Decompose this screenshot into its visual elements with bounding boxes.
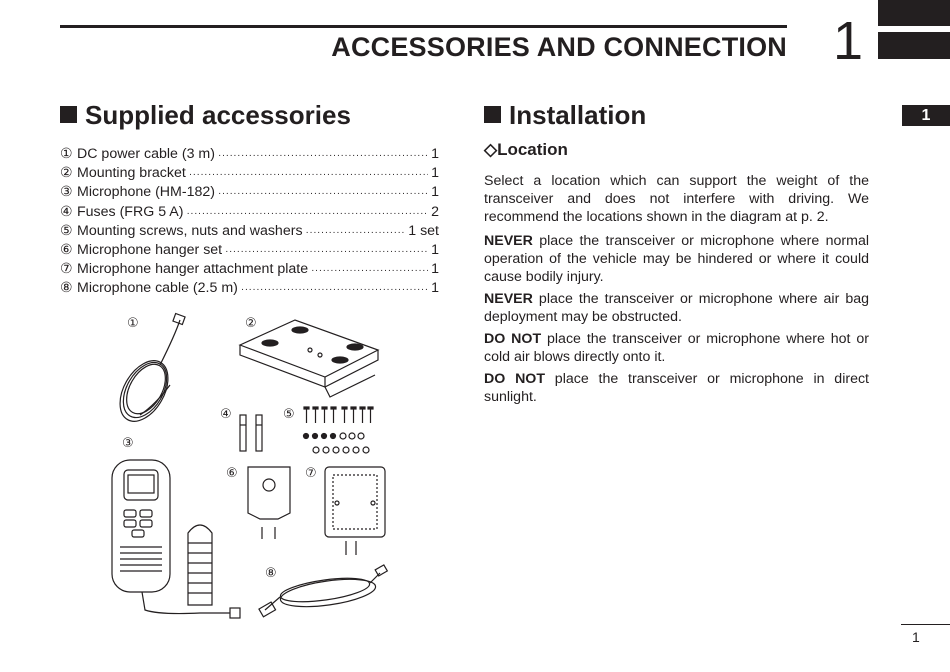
- item-number: ④: [60, 202, 73, 219]
- item-label: Microphone (HM-182): [77, 184, 215, 201]
- callout-8: ⑧: [265, 566, 277, 581]
- mounting-bracket-illustration: [238, 319, 380, 398]
- callout-4: ④: [220, 407, 232, 422]
- chapter-tab-top: [878, 0, 950, 26]
- item-number: ⑧: [60, 279, 73, 296]
- warning-text: place the transceiver or microphone wher…: [484, 290, 869, 325]
- leader-dots: [225, 246, 428, 257]
- microphone-hanger-illustration: [247, 466, 291, 539]
- callout-3: ③: [122, 436, 134, 451]
- microphone-cable-illustration: [258, 564, 389, 618]
- item-qty: 1 set: [408, 222, 439, 239]
- callout-1: ①: [127, 316, 139, 331]
- item-label: Fuses (FRG 5 A): [77, 203, 184, 220]
- callout-2: ②: [245, 316, 257, 331]
- supplied-accessories-heading: Supplied accessories: [60, 100, 351, 131]
- footer-rule: [901, 624, 950, 625]
- item-label: Mounting bracket: [77, 165, 186, 182]
- warning-text: place the transceiver or microphone in d…: [484, 370, 869, 405]
- item-number: ①: [60, 145, 73, 161]
- screws-nuts-washers-illustration: [302, 406, 374, 454]
- item-number: ⑥: [60, 240, 73, 257]
- fuses-illustration: [239, 414, 263, 452]
- callout-7: ⑦: [305, 466, 317, 481]
- list-item: ①DC power cable (3 m) 1: [60, 145, 439, 164]
- item-label: Microphone hanger set: [77, 241, 223, 258]
- square-bullet-icon: [484, 106, 501, 123]
- warning-text: place the transceiver or microphone wher…: [484, 330, 869, 365]
- dc-power-cable-illustration: [119, 312, 186, 422]
- location-subheading: ◇Location: [484, 140, 568, 159]
- warning-keyword: DO NOT: [484, 330, 542, 347]
- chapter-title: ACCESSORIES AND CONNECTION: [331, 32, 787, 62]
- item-number: ⑤: [60, 221, 73, 238]
- callout-6: ⑥: [226, 466, 238, 481]
- warning-keyword: NEVER: [484, 290, 533, 307]
- item-qty: 2: [431, 203, 439, 220]
- warning-paragraph: NEVER place the transceiver or microphon…: [484, 290, 869, 326]
- item-qty: 1: [431, 241, 439, 258]
- accessories-illustration: ① ② ③ ④ ⑤ ⑥ ⑦ ⑧: [111, 312, 389, 619]
- item-number: ②: [60, 164, 73, 181]
- warning-text: place the transceiver or microphone wher…: [484, 232, 869, 286]
- side-tab[interactable]: 1: [902, 105, 950, 126]
- leader-dots: [241, 284, 428, 295]
- chapter-tab-mid: [878, 32, 950, 59]
- header-rule: [60, 25, 787, 28]
- leader-dots: [306, 227, 406, 238]
- item-number: ③: [60, 183, 73, 200]
- item-qty: 1: [431, 184, 439, 201]
- item-qty: 1: [431, 261, 439, 278]
- chapter-number: 1: [833, 11, 864, 71]
- leader-dots: [186, 208, 428, 219]
- item-label: Microphone hanger attachment plate: [77, 261, 309, 278]
- item-qty: 1: [431, 280, 439, 297]
- warning-keyword: DO NOT: [484, 370, 546, 387]
- warning-paragraph: DO NOT place the transceiver or micropho…: [484, 370, 869, 406]
- installation-title: Installation: [509, 100, 647, 130]
- leader-dots: [189, 169, 428, 180]
- installation-heading: Installation: [484, 100, 646, 131]
- installation-body: Select a location which can support the …: [484, 172, 869, 409]
- item-number: ⑦: [60, 260, 73, 277]
- leader-dots: [218, 188, 428, 199]
- warning-paragraph: NEVER place the transceiver or microphon…: [484, 232, 869, 287]
- attachment-plate-illustration: [324, 466, 386, 555]
- item-label: Microphone cable (2.5 m): [77, 280, 238, 297]
- item-qty: 1: [431, 165, 439, 182]
- item-label: DC power cable (3 m): [77, 146, 215, 162]
- warning-paragraph: DO NOT place the transceiver or micropho…: [484, 330, 869, 366]
- leader-dots: [218, 150, 428, 161]
- callout-5: ⑤: [283, 407, 295, 422]
- intro-paragraph: Select a location which can support the …: [484, 173, 869, 226]
- item-qty: 1: [431, 146, 439, 162]
- item-label: Mounting screws, nuts and washers: [77, 222, 303, 239]
- square-bullet-icon: [60, 106, 77, 123]
- warning-keyword: NEVER: [484, 232, 533, 249]
- microphone-illustration: [111, 459, 241, 619]
- page-number: 1: [912, 629, 920, 645]
- supplied-accessories-title: Supplied accessories: [85, 100, 351, 130]
- leader-dots: [311, 265, 428, 276]
